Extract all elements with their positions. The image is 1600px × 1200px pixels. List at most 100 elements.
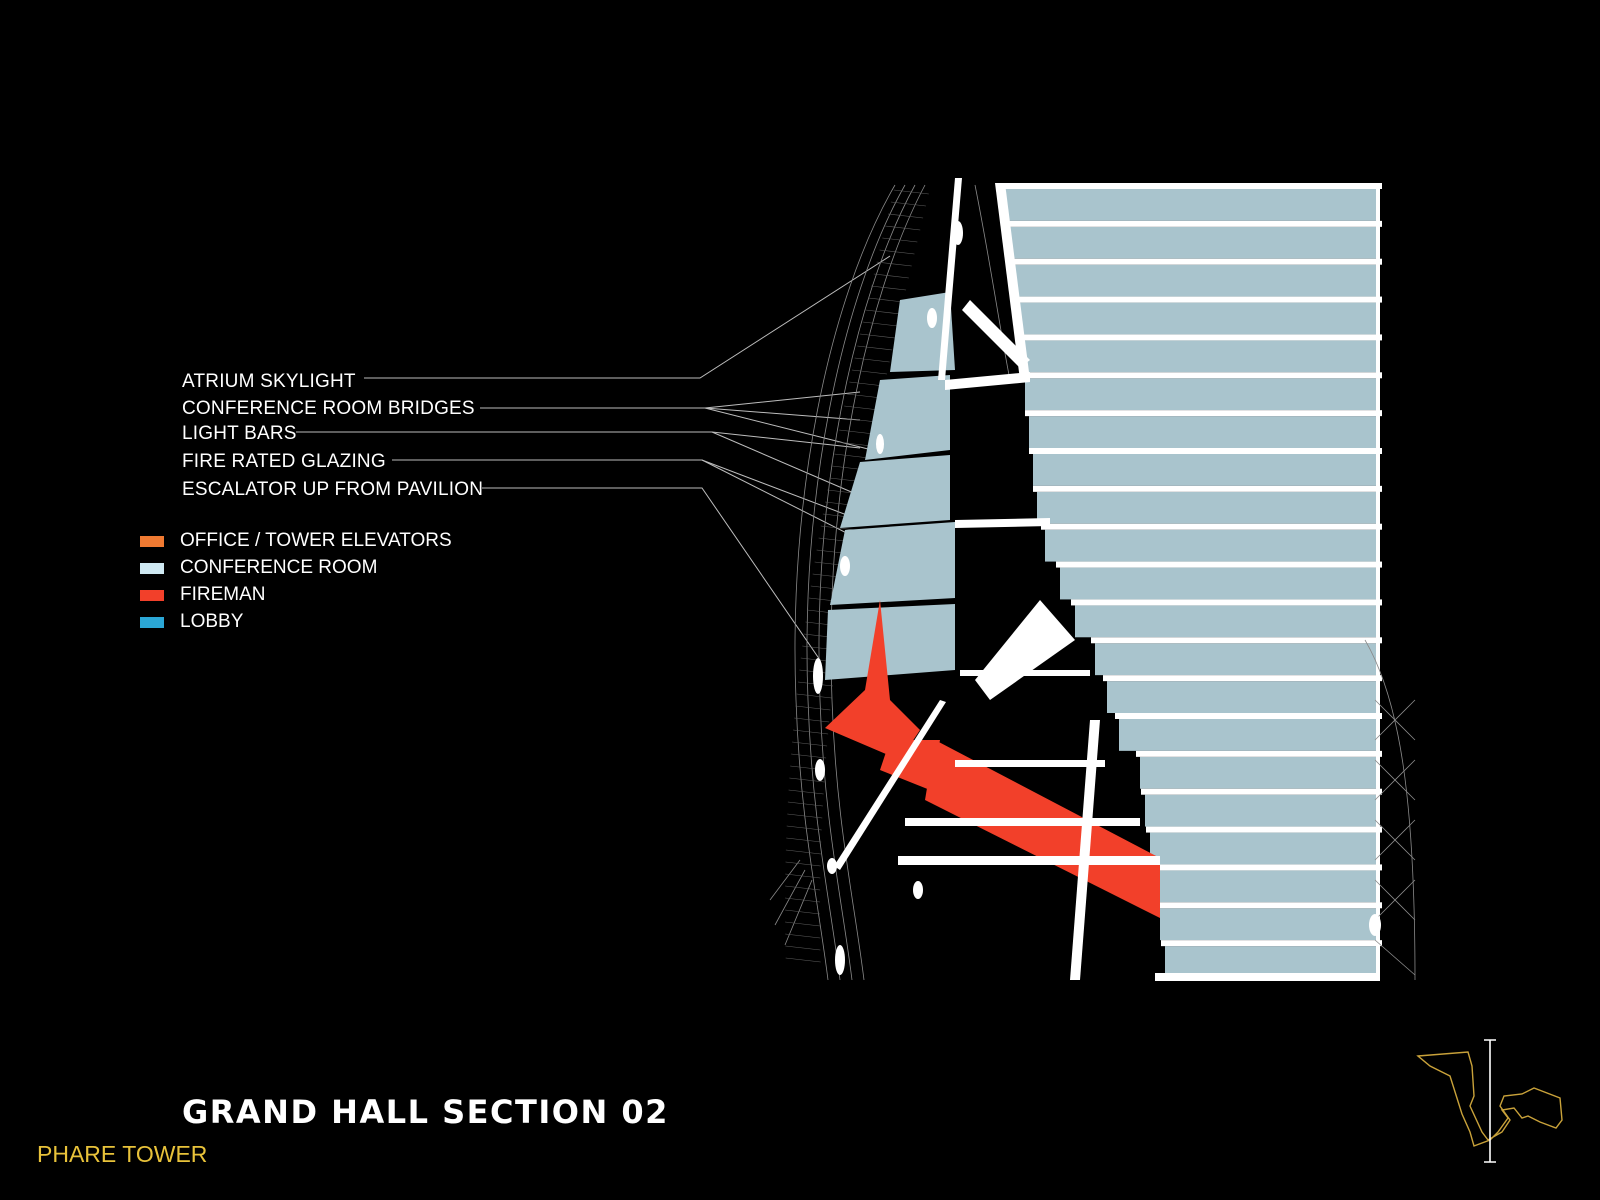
facade-grid-line — [795, 705, 831, 711]
floor-slab — [1037, 491, 1380, 524]
project-name: PHARE TOWER — [37, 1141, 208, 1167]
floor-plate — [1103, 675, 1382, 682]
facade-grid-line — [844, 405, 880, 411]
tower-floors — [1001, 183, 1382, 981]
callout-conference-room-bridges: CONFERENCE ROOM BRIDGES — [182, 398, 475, 419]
leader-atrium-skylight — [364, 255, 891, 379]
page-title: GRAND HALL SECTION 02 — [182, 1093, 669, 1131]
facade-grid-line — [784, 909, 821, 915]
legend-item-lobby: LOBBY — [140, 611, 243, 633]
callout-atrium-skylight: ATRIUM SKYLIGHT — [182, 371, 356, 392]
floor-slab — [1029, 416, 1380, 448]
floor-slab — [1013, 264, 1380, 297]
floor-plate — [1056, 561, 1382, 568]
floor-slab — [1095, 643, 1380, 676]
leader-light-bars-b — [711, 431, 871, 501]
atrium-conference-rooms — [825, 292, 955, 680]
floor-plate — [1141, 788, 1382, 795]
floor-slab — [1005, 189, 1380, 221]
floor-plate — [1013, 296, 1382, 303]
floor-slab — [1165, 946, 1380, 978]
floor-slab — [1145, 794, 1380, 827]
facade-grid-line — [785, 849, 821, 855]
tower-edge — [1376, 183, 1380, 978]
leader-escalator — [482, 487, 821, 661]
legend-item-fireman: FIREMAN — [140, 584, 266, 606]
facade-grid-line — [785, 957, 821, 963]
facade-grid-line — [893, 189, 929, 195]
floor-slab — [1025, 378, 1380, 411]
facade-grid-line — [859, 333, 896, 339]
leader-light-bars — [296, 431, 861, 449]
floor-plate — [1146, 826, 1382, 833]
callout-fire-rated-glazing: FIRE RATED GLAZING — [182, 451, 386, 472]
floor-slab — [1060, 567, 1380, 600]
floor-plate — [1017, 334, 1382, 341]
floor-plate — [1091, 637, 1382, 644]
facade-grid-line — [839, 429, 875, 435]
floor-plate — [1009, 258, 1382, 265]
legend-item-conference-room: CONFERENCE ROOM — [140, 557, 377, 579]
facade-grid-line — [841, 417, 877, 423]
floor-plate — [1041, 523, 1382, 530]
floor-slab — [1155, 870, 1380, 903]
floor-plate — [1155, 973, 1380, 981]
facade-grid-line — [885, 225, 921, 231]
floor-slab — [1021, 340, 1380, 373]
legend-label: CONFERENCE ROOM — [180, 557, 378, 578]
facade-grid-line — [862, 321, 898, 327]
facade-grid-line — [882, 237, 918, 243]
legend-label: OFFICE / TOWER ELEVATORS — [180, 530, 452, 551]
floor-slab — [1140, 756, 1380, 789]
legend-item-office-elevators: OFFICE / TOWER ELEVATORS — [140, 530, 452, 552]
floor-slab — [1160, 908, 1380, 941]
floor-plate — [1025, 410, 1382, 417]
legend-swatch — [140, 589, 164, 601]
floor-plate — [1005, 220, 1382, 227]
floor-plate — [1115, 713, 1382, 719]
facade-grid-line — [785, 873, 821, 879]
facade-mesh — [769, 184, 1416, 981]
facade-grid-line — [820, 525, 856, 531]
facade-grid-line — [784, 897, 821, 903]
floor-plate — [1071, 599, 1382, 606]
facade-grid-line — [787, 801, 823, 807]
facade-grid-line — [796, 693, 832, 699]
leader-fire-glazing — [392, 459, 861, 521]
floor-slab — [1033, 454, 1380, 486]
fireman-zone — [825, 600, 1160, 918]
facade-grid-line — [873, 273, 909, 279]
floor-slab — [1045, 529, 1380, 562]
facade-grid-line — [849, 381, 885, 387]
legend-swatch — [140, 616, 164, 628]
leader-bridges-c — [704, 407, 881, 453]
callout-light-bars: LIGHT BARS — [182, 423, 297, 444]
floor-plate — [1136, 750, 1382, 757]
floor-slab — [1107, 681, 1380, 713]
facade-grid-line — [794, 717, 830, 723]
facade-grid-line — [854, 357, 890, 363]
facade-grid-line — [788, 789, 824, 795]
facade-grid-line — [793, 729, 829, 735]
floor-plate — [1033, 485, 1382, 492]
facade-grid-line — [871, 285, 907, 291]
facade-grid-line — [785, 921, 821, 927]
facade-grid-line — [846, 393, 882, 399]
leader-bridges — [480, 391, 861, 409]
facade-grid-line — [786, 825, 822, 831]
facade-grid-line — [857, 345, 893, 351]
floor-slab — [1119, 719, 1380, 751]
legend-label: LOBBY — [180, 611, 244, 632]
facade-grid-line — [876, 261, 912, 267]
floor-plate — [1021, 372, 1382, 379]
floor-plate — [1001, 183, 1382, 189]
facade-grid-line — [888, 213, 924, 219]
facade-grid-line — [785, 861, 821, 867]
facade-grid-line — [787, 813, 823, 819]
legend-swatch — [140, 562, 164, 574]
floor-slab — [1017, 302, 1380, 335]
floor-plate — [1151, 864, 1382, 871]
floor-plate — [1156, 902, 1382, 909]
facade-grid-line — [789, 777, 825, 783]
